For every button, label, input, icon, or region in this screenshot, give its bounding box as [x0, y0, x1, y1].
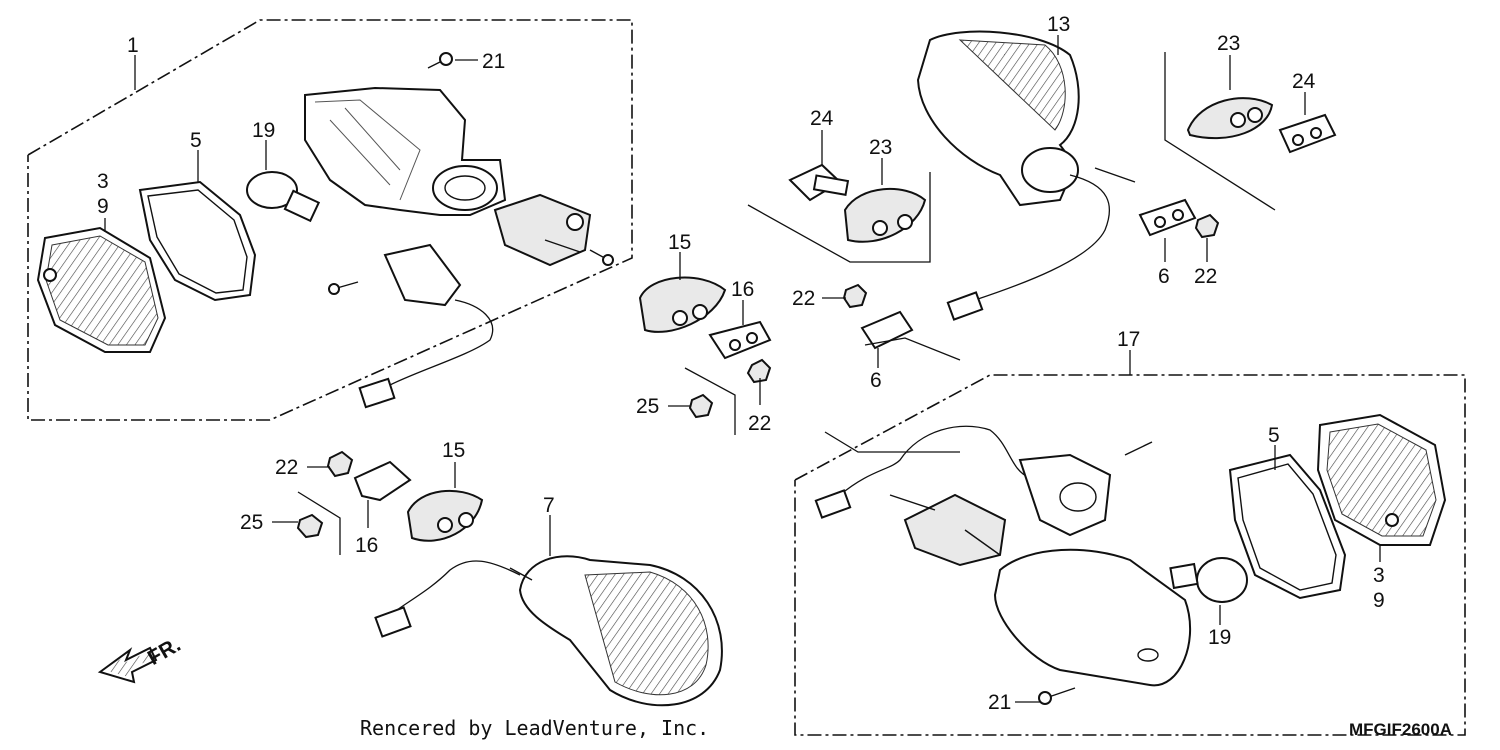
callout-25-lower: 25: [240, 511, 263, 534]
callout-22-center: 22: [792, 287, 815, 310]
bracket-lower-mid: [296, 450, 484, 555]
callout-22-mid: 22: [748, 412, 771, 435]
assembly-box-17: [794, 374, 1466, 736]
callout-23-right: 23: [1217, 32, 1240, 55]
callout-24-right: 24: [1292, 70, 1316, 93]
housing-part-left: [304, 86, 507, 216]
lens-part-left: [36, 226, 167, 353]
callout-21-top: 21: [482, 50, 505, 73]
socket-wire-left: [358, 243, 494, 409]
leader-lines: [104, 35, 1381, 703]
screw-icons-left: [328, 52, 614, 295]
callout-16-lower: 16: [355, 534, 378, 557]
callout-24-upper-mid: 24: [810, 107, 834, 130]
callout-17: 17: [1117, 328, 1140, 351]
front-direction-label: FR.: [144, 633, 185, 670]
callout-23-upper-mid: 23: [869, 136, 892, 159]
gasket-part-left: [138, 180, 257, 302]
callout-7: 7: [543, 494, 555, 517]
credit-text: Rencered by LeadVenture, Inc.: [360, 716, 710, 740]
socket-part-left: [493, 193, 592, 267]
turn-signal-part-7: [374, 555, 723, 707]
callout-1: 1: [127, 34, 139, 57]
callout-13: 13: [1047, 13, 1070, 36]
callout-19-right: 19: [1208, 626, 1231, 649]
assembly-17-parts: [814, 413, 1447, 705]
callout-9-right: 9: [1373, 589, 1385, 612]
callout-3-right: 3: [1373, 564, 1385, 587]
callout-15-lower: 15: [442, 439, 465, 462]
callout-numbers: 1 3 9 5 19 21 15 16 22 25 22 15 25 16 7 …: [97, 13, 1385, 714]
callout-9-left: 9: [97, 195, 109, 218]
callout-22-lower-left: 22: [275, 456, 298, 479]
callout-3-left: 3: [97, 170, 109, 193]
callout-19-left: 19: [252, 119, 275, 142]
bulb-part-left: [246, 171, 321, 223]
callout-16-upper: 16: [731, 278, 754, 301]
bracket-far-right: [1164, 52, 1337, 211]
callout-22-right: 22: [1194, 265, 1217, 288]
turn-signal-part-13: [916, 30, 1136, 321]
callout-5-left: 5: [190, 129, 202, 152]
front-direction-arrow-icon: [97, 646, 158, 684]
callout-25-mid: 25: [636, 395, 659, 418]
callout-6-center: 6: [870, 369, 882, 392]
callout-21-bottom: 21: [988, 691, 1011, 714]
bracket-upper-mid: [638, 276, 772, 435]
callout-5-right: 5: [1268, 424, 1280, 447]
diagram-code: MFGIF2600A: [1349, 720, 1452, 739]
callout-6-right: 6: [1158, 265, 1170, 288]
bracket-upper-right: [747, 163, 1220, 361]
callout-15-upper: 15: [668, 231, 691, 254]
assembly-box-1: [27, 19, 633, 421]
